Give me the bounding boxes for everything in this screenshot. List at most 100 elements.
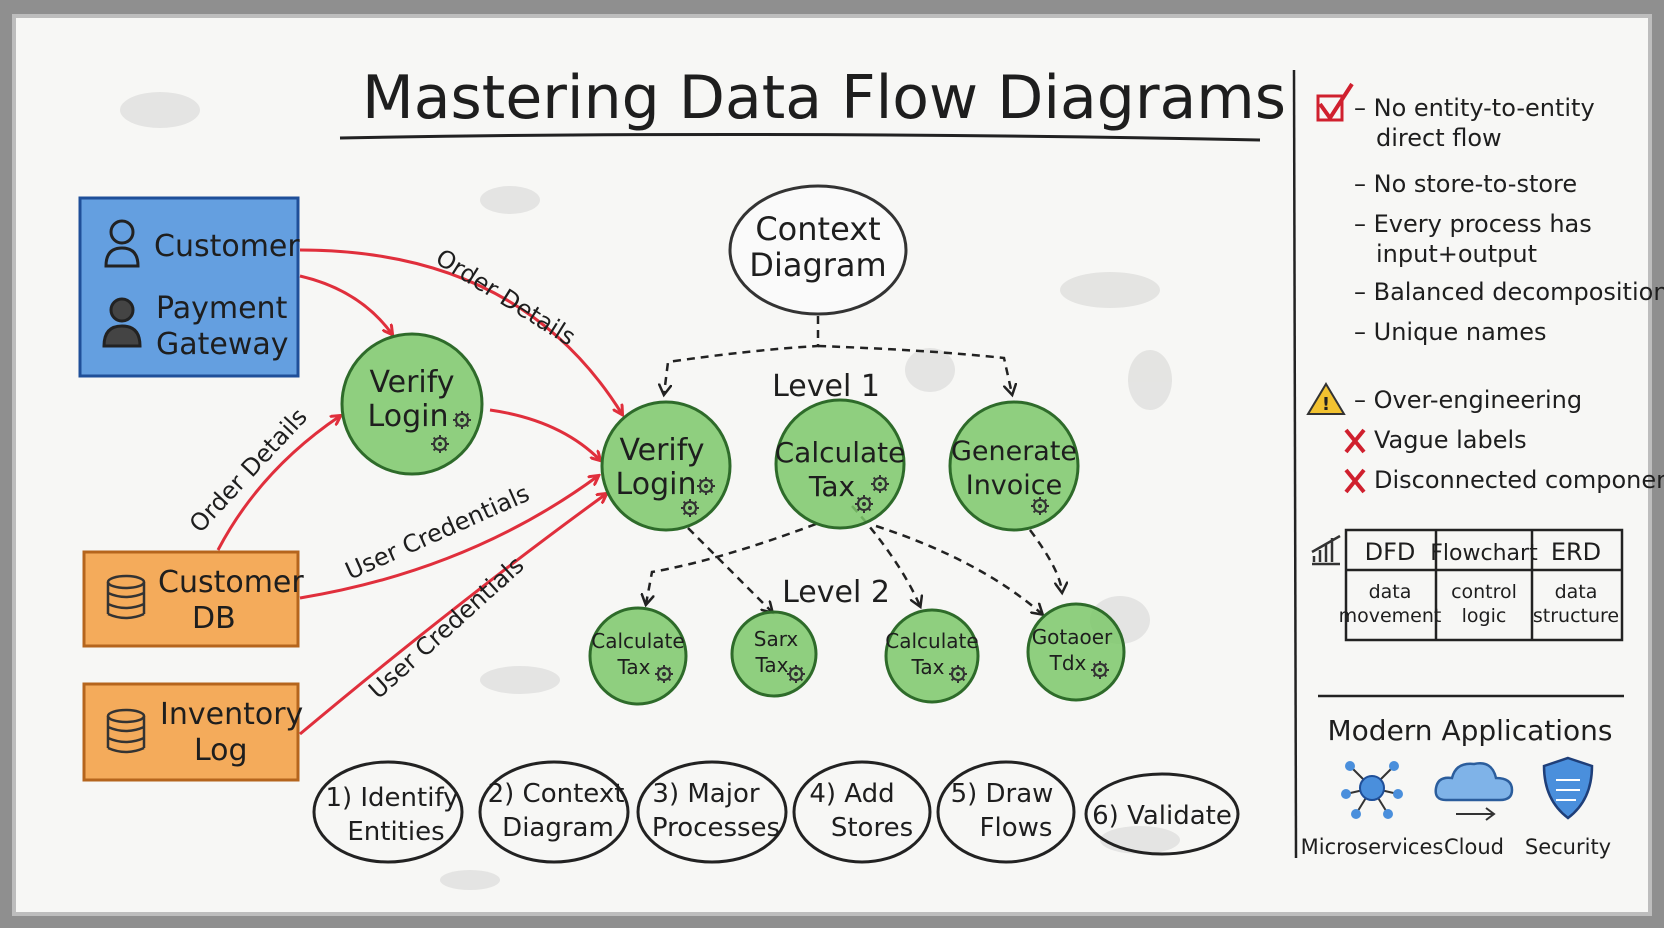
flow-db-to-left-verify bbox=[216, 416, 340, 551]
cross-icon bbox=[1344, 468, 1366, 494]
entity-inventory-label: Inventory bbox=[160, 697, 303, 732]
process-l2-sarx-tax: Sarx Tax bbox=[730, 610, 818, 698]
entity-customer-db: Customer DB bbox=[82, 550, 304, 648]
process-verify-login: Verify Login bbox=[600, 400, 732, 532]
comparison-table: DFD Flowchart ERD data movement control … bbox=[1311, 528, 1624, 642]
panel-divider bbox=[1292, 69, 1298, 859]
process-l2-gotaoer-tdx: Gotaoer Tdx bbox=[1026, 602, 1126, 702]
gear-icon bbox=[654, 664, 674, 684]
table-cell: structure bbox=[1533, 605, 1619, 627]
process-label: Tax bbox=[911, 655, 945, 679]
gear-icon bbox=[854, 494, 874, 514]
process-label: Login bbox=[616, 467, 697, 502]
context-label: Diagram bbox=[749, 246, 886, 284]
gear-icon bbox=[1030, 496, 1050, 516]
flow-log-credentials bbox=[299, 494, 606, 736]
checkbox-icon bbox=[1316, 82, 1354, 122]
process-label: Verify bbox=[369, 365, 454, 400]
person-icon bbox=[104, 219, 140, 268]
level-1-label: Level 1 bbox=[772, 369, 880, 404]
process-label: Calculate bbox=[885, 629, 978, 653]
process-label: Login bbox=[368, 399, 449, 434]
entity-payment-label: Payment bbox=[156, 291, 288, 326]
gear-icon bbox=[452, 410, 472, 430]
eraser-smudges bbox=[120, 92, 1180, 890]
rule-text: direct flow bbox=[1376, 124, 1502, 152]
process-calculate-tax: Calculate Tax bbox=[774, 398, 906, 530]
step-label: Processes bbox=[652, 813, 780, 843]
process-label: Calculate bbox=[591, 629, 684, 653]
shield-icon bbox=[1542, 756, 1594, 820]
entity-gateway-label: Gateway bbox=[156, 327, 289, 362]
data-flows bbox=[216, 248, 622, 736]
table-cell: logic bbox=[1462, 605, 1507, 627]
app-label-microservices: Microservices bbox=[1301, 835, 1444, 859]
step-label: 1) Identify bbox=[325, 783, 458, 813]
person-icon bbox=[102, 297, 142, 348]
step-label: Entities bbox=[347, 817, 444, 847]
rule-text: – No store-to-store bbox=[1354, 170, 1577, 198]
table-cell: control bbox=[1451, 581, 1517, 603]
process-label: Tax bbox=[808, 470, 855, 503]
rule-text: – Unique names bbox=[1354, 318, 1546, 346]
entity-customer-label: Customer bbox=[154, 229, 300, 264]
gear-icon bbox=[680, 498, 700, 518]
rule-text: – Every process has bbox=[1354, 210, 1592, 238]
process-l2-calculate-tax-1: Calculate Tax bbox=[588, 606, 688, 706]
process-label: Tax bbox=[755, 653, 789, 677]
context-label: Context bbox=[755, 210, 880, 248]
step-label: 6) Validate bbox=[1092, 801, 1232, 831]
step-2: 2) Context Diagram bbox=[478, 760, 630, 864]
entity-log-label: Log bbox=[194, 733, 248, 768]
gear-icon bbox=[786, 664, 806, 684]
cross-icon bbox=[1344, 428, 1366, 454]
process-label: Gotaoer bbox=[1032, 625, 1113, 649]
steps-row: 1) Identify Entities 2) Context Diagram … bbox=[312, 760, 1240, 864]
process-l2-calculate-tax-2: Calculate Tax bbox=[884, 608, 980, 704]
rules-panel: – No entity-to-entity direct flow – No s… bbox=[1306, 82, 1664, 494]
step-label: 3) Major bbox=[652, 779, 759, 809]
step-1: 1) Identify Entities bbox=[312, 760, 464, 864]
step-label: Stores bbox=[831, 813, 913, 843]
step-5: 5) Draw Flows bbox=[936, 760, 1076, 864]
table-cell: data bbox=[1369, 581, 1412, 603]
warning-icon: ! bbox=[1306, 382, 1346, 415]
process-label: Sarx bbox=[754, 627, 799, 651]
cloud-icon bbox=[1434, 762, 1514, 821]
step-3: 3) Major Processes bbox=[636, 760, 788, 864]
rule-text: – No entity-to-entity bbox=[1354, 94, 1595, 122]
rule-text: input+output bbox=[1376, 240, 1537, 268]
entity-inventory-log: Inventory Log bbox=[82, 682, 303, 782]
flow-db-credentials bbox=[299, 476, 598, 600]
entity-customer-db-label-2: DB bbox=[192, 601, 236, 636]
table-header: Flowchart bbox=[1430, 541, 1538, 566]
page-title: Mastering Data Flow Diagrams bbox=[362, 63, 1286, 133]
step-label: Diagram bbox=[502, 813, 614, 843]
step-6: 6) Validate bbox=[1084, 772, 1240, 856]
bad-rule-text: Vague labels bbox=[1374, 426, 1527, 454]
bad-rule-text: Disconnected components bbox=[1374, 466, 1664, 494]
table-cell: data bbox=[1555, 581, 1598, 603]
gear-icon bbox=[430, 434, 450, 454]
modern-applications-title: Modern Applications bbox=[1328, 714, 1613, 747]
step-label: 2) Context bbox=[488, 779, 625, 809]
process-generate-invoice: Generate Invoice bbox=[948, 400, 1080, 532]
flow-left-verify-to-verify bbox=[489, 408, 600, 460]
flow-customer-to-verify bbox=[299, 248, 622, 414]
step-4: 4) Add Stores bbox=[792, 760, 932, 864]
entity-customer-db-label: Customer bbox=[158, 565, 304, 600]
process-verify-login-left: Verify Login bbox=[340, 332, 484, 476]
title-underline bbox=[339, 132, 1261, 142]
context-diagram: Context Diagram bbox=[728, 184, 908, 316]
table-header: ERD bbox=[1551, 538, 1601, 566]
bar-chart-icon bbox=[1311, 534, 1341, 566]
level-2-label: Level 2 bbox=[782, 575, 890, 610]
gear-icon bbox=[870, 474, 890, 494]
process-label: Invoice bbox=[966, 470, 1063, 501]
step-label: 4) Add bbox=[809, 779, 894, 809]
rule-text: – Balanced decomposition bbox=[1354, 278, 1664, 306]
flow-customer-to-left-verify bbox=[299, 274, 392, 334]
network-icon bbox=[1341, 761, 1403, 819]
app-label-security: Security bbox=[1525, 835, 1611, 859]
